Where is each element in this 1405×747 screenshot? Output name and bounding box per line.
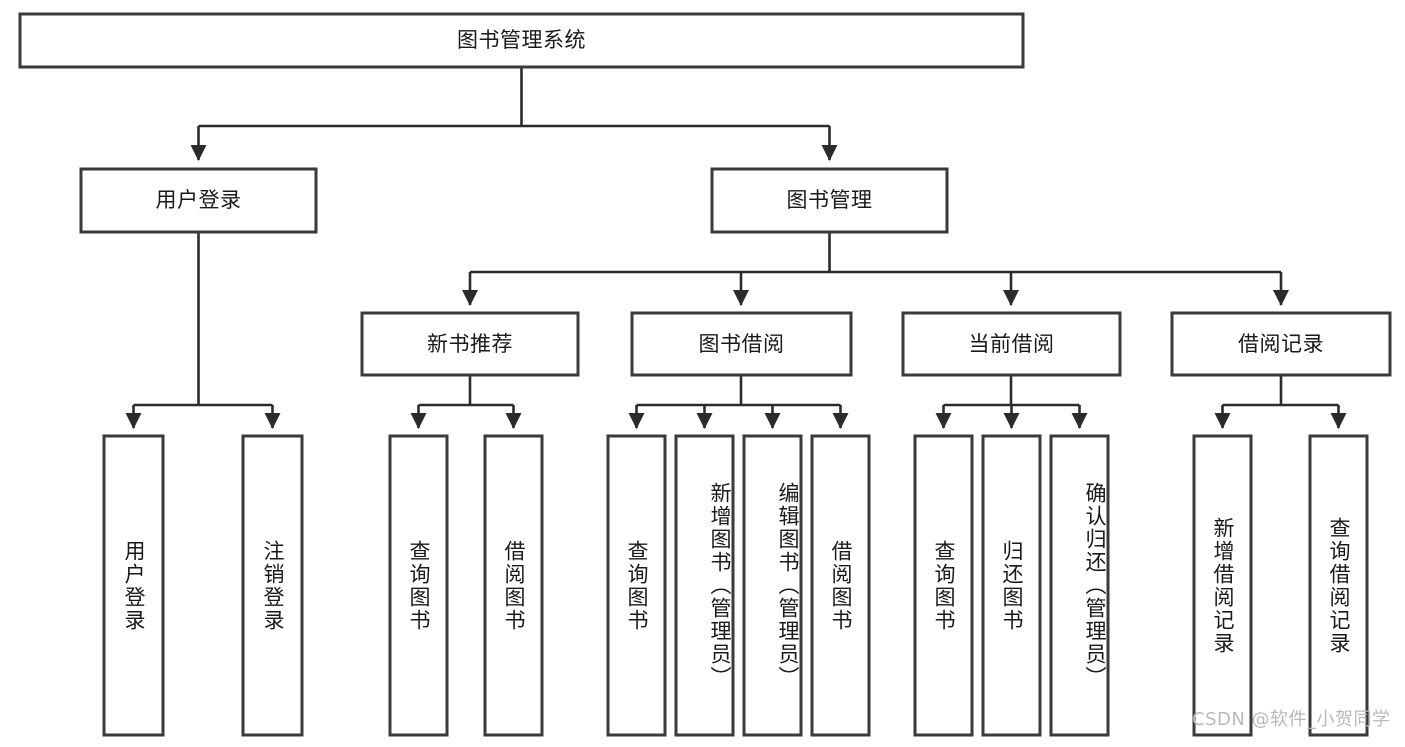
box-add-borrow-record[interactable] — [1192, 434, 1253, 737]
box-user-login-do[interactable] — [102, 434, 165, 737]
connector-group-user-login — [125, 232, 281, 429]
box-root[interactable] — [18, 12, 1025, 69]
box-user-logout[interactable] — [241, 434, 304, 737]
box-borrow-record[interactable] — [1170, 311, 1392, 377]
box-confirm-return-admin[interactable] — [1049, 434, 1110, 737]
box-return-book[interactable] — [981, 434, 1042, 737]
box-user-login[interactable] — [79, 167, 318, 234]
box-edit-book-admin[interactable] — [742, 434, 803, 737]
box-borrow-book-1[interactable] — [483, 434, 544, 737]
connector-group-root — [190, 67, 838, 161]
box-add-book-admin[interactable] — [674, 434, 735, 737]
box-query-book-2[interactable] — [606, 434, 667, 737]
connector-group-book-borrow — [628, 375, 849, 429]
box-book-borrow[interactable] — [630, 311, 853, 377]
box-borrow-book-2[interactable] — [810, 434, 871, 737]
box-query-borrow-record[interactable] — [1308, 434, 1369, 737]
connector-group-book-manage — [461, 232, 1290, 306]
box-query-book-1[interactable] — [388, 434, 449, 737]
box-query-book-3[interactable] — [913, 434, 974, 737]
connector-group-current-borrow — [935, 375, 1088, 429]
box-new-book-recommend[interactable] — [360, 311, 580, 377]
box-book-manage[interactable] — [710, 167, 949, 234]
box-current-borrow[interactable] — [901, 311, 1122, 377]
connector-group-new-book-recommend — [410, 375, 522, 429]
node-boxes — [18, 12, 1392, 737]
connector-group-borrow-record — [1214, 375, 1347, 429]
